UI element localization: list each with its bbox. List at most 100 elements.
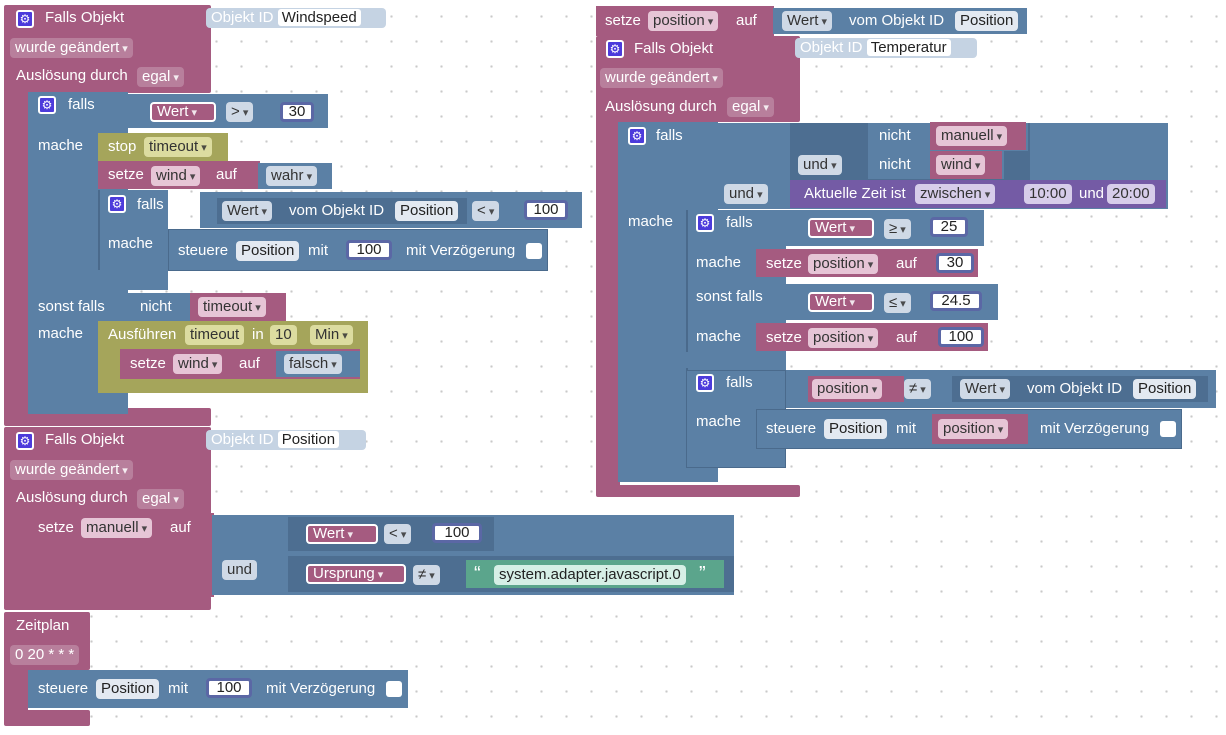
objekt-id-field[interactable]: Objekt ID Windspeed bbox=[206, 8, 386, 28]
gear-icon[interactable]: ⚙ bbox=[606, 40, 624, 58]
egal-dropdown[interactable]: egal bbox=[137, 67, 184, 87]
mit-label: mit bbox=[896, 420, 916, 437]
falls-label: falls bbox=[656, 127, 683, 144]
mache-label: mache bbox=[108, 235, 154, 252]
gear-icon[interactable]: ⚙ bbox=[696, 214, 714, 232]
number-field[interactable]: 100 bbox=[206, 678, 252, 698]
setze-label: setze bbox=[108, 166, 144, 183]
mache-label: mache bbox=[628, 213, 674, 230]
variable-dropdown[interactable]: position bbox=[808, 328, 879, 348]
ursprung-dropdown[interactable]: Ursprung bbox=[306, 564, 406, 584]
wert-dropdown[interactable]: Wert bbox=[150, 102, 216, 122]
und-dropdown[interactable]: und bbox=[222, 560, 258, 580]
variable-dropdown[interactable]: wind bbox=[173, 354, 223, 374]
stop-label: stop bbox=[108, 138, 137, 155]
bool-dropdown[interactable]: falsch bbox=[284, 354, 342, 374]
sonst-falls-label: sonst falls bbox=[696, 288, 763, 305]
bool-dropdown[interactable]: wahr bbox=[266, 166, 318, 186]
number-field[interactable]: 100 bbox=[938, 327, 984, 347]
falls-objekt-label: Falls Objekt bbox=[45, 9, 125, 26]
number-field[interactable]: 24.5 bbox=[930, 291, 982, 311]
nicht-label: nicht bbox=[879, 127, 911, 144]
objekt-id-field[interactable]: Objekt ID Temperatur bbox=[795, 38, 977, 58]
wert-dropdown[interactable]: Wert bbox=[782, 11, 832, 31]
falls-label: falls bbox=[726, 374, 753, 391]
objekt-field[interactable]: Position bbox=[96, 679, 160, 699]
text-field[interactable]: system.adapter.javascript.0 bbox=[494, 565, 686, 585]
ausfuehren-label: Ausführen bbox=[108, 326, 177, 343]
objekt-field[interactable]: Position bbox=[824, 419, 888, 439]
number-field[interactable]: 100 bbox=[432, 523, 482, 543]
gear-icon[interactable]: ⚙ bbox=[108, 195, 126, 213]
number-field[interactable]: 25 bbox=[930, 217, 968, 237]
timeout-dropdown[interactable]: timeout bbox=[144, 137, 212, 157]
objekt-field[interactable]: Position bbox=[236, 241, 300, 261]
operator-dropdown[interactable]: ≠ bbox=[413, 565, 440, 585]
wert-dropdown[interactable]: Wert bbox=[808, 218, 874, 238]
falls-objekt-label: Falls Objekt bbox=[45, 431, 125, 448]
trigger-dropdown[interactable]: wurde geändert bbox=[600, 68, 723, 88]
time-from-field[interactable]: 10:00 bbox=[1024, 184, 1072, 204]
operator-dropdown[interactable]: ≠ bbox=[904, 379, 931, 399]
variable-dropdown[interactable]: manuell bbox=[81, 518, 153, 538]
variable-dropdown[interactable]: wind bbox=[936, 155, 986, 175]
gear-icon[interactable]: ⚙ bbox=[38, 96, 56, 114]
und-dropdown[interactable]: und bbox=[724, 184, 768, 204]
variable-dropdown[interactable]: position bbox=[808, 254, 879, 274]
gear-icon[interactable]: ⚙ bbox=[16, 432, 34, 450]
aktuelle-zeit-label: Aktuelle Zeit ist bbox=[804, 185, 906, 202]
operator-dropdown[interactable]: < bbox=[472, 201, 500, 221]
mache-label: mache bbox=[696, 254, 742, 271]
variable-dropdown[interactable]: position bbox=[812, 379, 883, 399]
auf-label: auf bbox=[170, 519, 191, 536]
gear-icon[interactable]: ⚙ bbox=[696, 374, 714, 392]
zeitplan-label: Zeitplan bbox=[16, 617, 70, 634]
wert-dropdown[interactable]: Wert bbox=[808, 292, 874, 312]
number-field[interactable]: 100 bbox=[346, 240, 392, 260]
number-field[interactable]: 30 bbox=[936, 253, 974, 273]
unit-dropdown[interactable]: Min bbox=[310, 325, 353, 345]
operator-dropdown[interactable]: ≤ bbox=[884, 293, 911, 313]
variable-dropdown[interactable]: timeout bbox=[198, 297, 266, 317]
timeout-field[interactable]: timeout bbox=[185, 325, 245, 345]
setze-label: setze bbox=[38, 519, 74, 536]
wert-dropdown[interactable]: Wert bbox=[306, 524, 378, 544]
operator-dropdown[interactable]: < bbox=[384, 524, 412, 544]
objekt-id-field[interactable]: Objekt ID Position bbox=[206, 430, 366, 450]
variable-dropdown[interactable]: manuell bbox=[936, 126, 1008, 146]
number-field[interactable]: 30 bbox=[280, 102, 314, 122]
verzoegerung-label: mit Verzögerung bbox=[266, 680, 376, 697]
gear-icon[interactable]: ⚙ bbox=[16, 10, 34, 28]
egal-dropdown[interactable]: egal bbox=[727, 97, 774, 117]
auf-label: auf bbox=[736, 12, 757, 29]
objekt-field[interactable]: Position bbox=[395, 201, 459, 221]
operator-dropdown[interactable]: ≥ bbox=[884, 219, 911, 239]
variable-dropdown[interactable]: wind bbox=[151, 166, 201, 186]
verzoegerung-checkbox[interactable] bbox=[386, 681, 402, 697]
wert-dropdown[interactable]: Wert bbox=[222, 201, 272, 221]
verzoegerung-checkbox[interactable] bbox=[526, 243, 542, 259]
trigger-dropdown[interactable]: wurde geändert bbox=[10, 460, 133, 480]
steuere-label: steuere bbox=[178, 242, 229, 259]
variable-dropdown[interactable]: position bbox=[938, 419, 1009, 439]
egal-dropdown[interactable]: egal bbox=[137, 489, 184, 509]
vom-objekt-label: vom Objekt ID bbox=[849, 12, 945, 29]
variable-dropdown[interactable]: position bbox=[648, 11, 719, 31]
objekt-field[interactable]: Position bbox=[1133, 379, 1197, 399]
trigger-dropdown[interactable]: wurde geändert bbox=[10, 38, 133, 58]
number-field[interactable]: 100 bbox=[524, 200, 568, 220]
verzoegerung-checkbox[interactable] bbox=[1160, 421, 1176, 437]
und-dropdown[interactable]: und bbox=[798, 155, 842, 175]
objekt-field[interactable]: Position bbox=[955, 11, 1019, 31]
sonst-falls-label: sonst falls bbox=[38, 298, 105, 315]
wert-dropdown[interactable]: Wert bbox=[960, 379, 1010, 399]
cron-field[interactable]: 0 20 * * * bbox=[10, 645, 80, 665]
time-to-field[interactable]: 20:00 bbox=[1107, 184, 1155, 204]
zwischen-dropdown[interactable]: zwischen bbox=[915, 184, 996, 204]
number-field[interactable]: 10 bbox=[270, 325, 297, 345]
operator-dropdown[interactable]: > bbox=[226, 102, 254, 122]
gear-icon[interactable]: ⚙ bbox=[628, 127, 646, 145]
quote-open: “ bbox=[474, 563, 481, 585]
ausloesung-label: Auslösung durch bbox=[605, 98, 717, 115]
